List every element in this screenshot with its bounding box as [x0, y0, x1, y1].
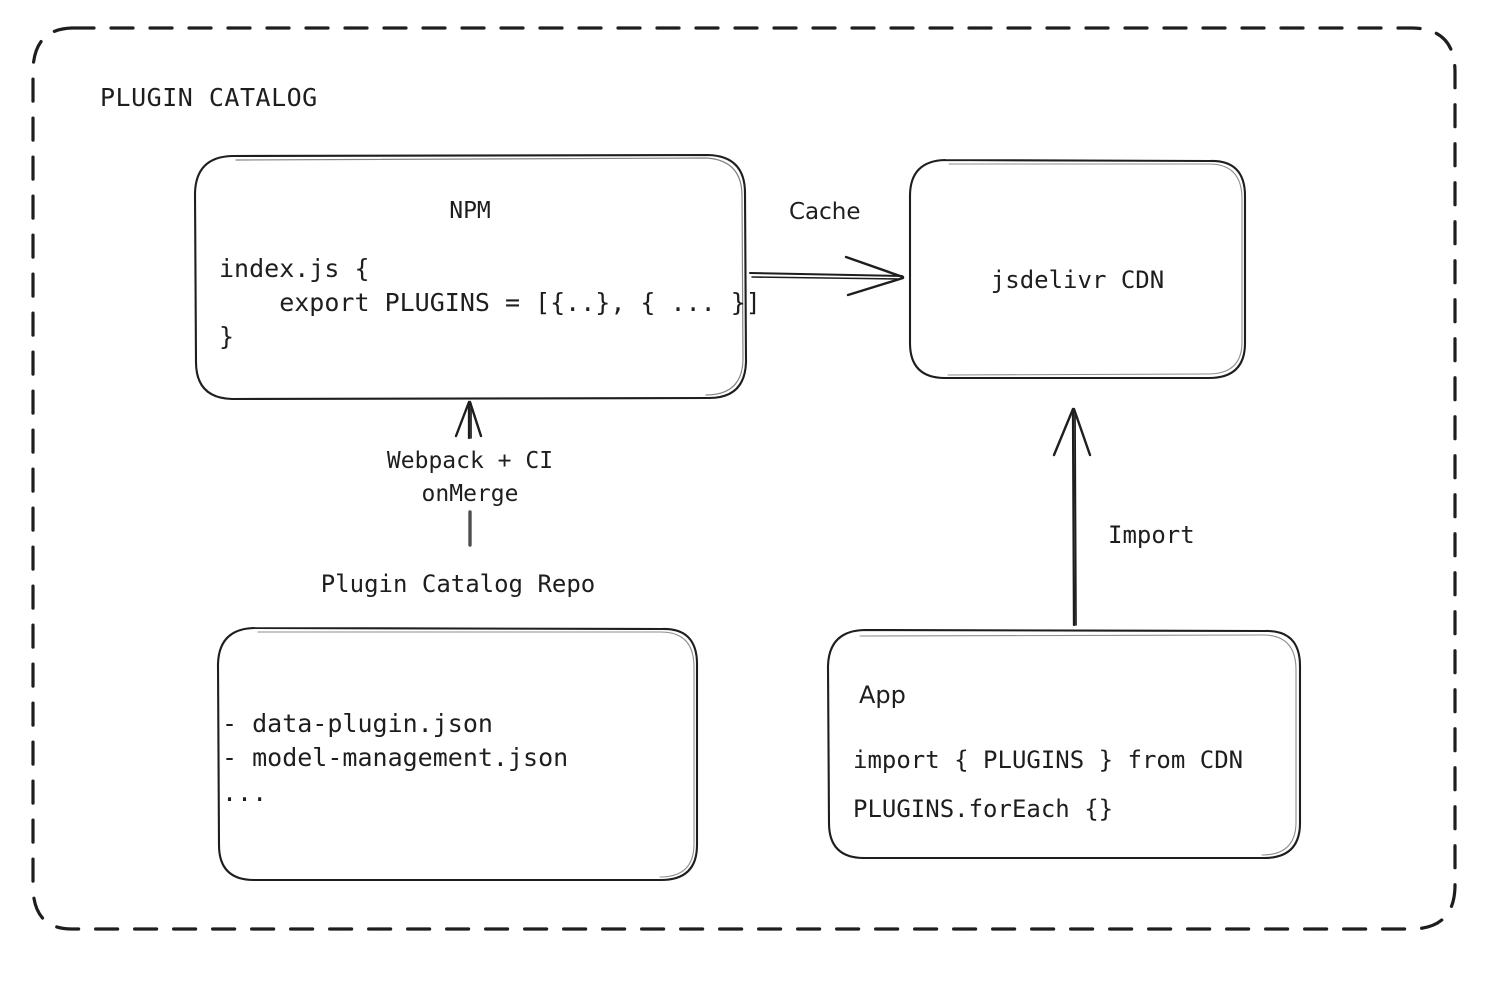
npm-node-code: index.js { export PLUGINS = [{..}, { ...…: [219, 254, 761, 351]
page-title: PLUGIN CATALOG: [100, 83, 318, 112]
edge-app-to-cdn-arrow: [1052, 407, 1092, 627]
repo-node-file-list: - data-plugin.json - model-management.js…: [222, 709, 569, 807]
cdn-node-title: jsdelivr CDN: [990, 266, 1165, 294]
edge-label-webpack-ci-onmerge: Webpack + CI onMerge: [386, 448, 554, 507]
edge-label-cache: Cache: [789, 199, 861, 225]
edge-label-import: Import: [1108, 521, 1195, 549]
repo-node-title: Plugin Catalog Repo: [320, 570, 596, 598]
edge-npm-to-cdn-arrow: [749, 255, 905, 297]
app-node-title: App: [859, 681, 906, 709]
app-node-code: import { PLUGINS } from CDN PLUGINS.forE…: [853, 746, 1244, 824]
npm-node-title: NPM: [449, 198, 491, 224]
